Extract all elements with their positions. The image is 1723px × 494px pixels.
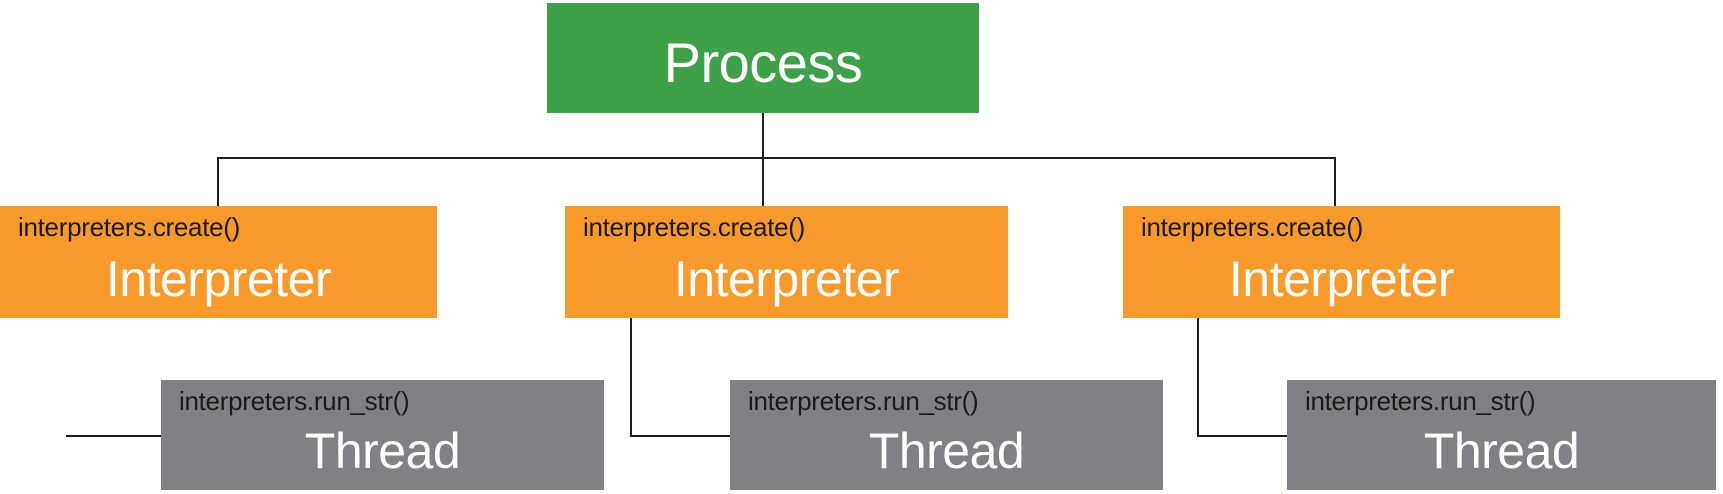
thread-2-label: Thread — [868, 423, 1025, 479]
interpreter-3-label: Interpreter — [1228, 251, 1455, 307]
node-interpreter-1: interpreters.create() Interpreter — [0, 206, 437, 318]
connector-thread-2-vertical — [630, 318, 632, 437]
connector-stub-interpreter-3 — [1334, 157, 1336, 207]
thread-2-method-label: interpreters.run_str() — [748, 386, 979, 416]
thread-1-label: Thread — [304, 423, 461, 479]
node-thread-3: interpreters.run_str() Thread — [1287, 380, 1716, 490]
interpreter-1-label: Interpreter — [105, 251, 332, 307]
thread-1-method-label: interpreters.run_str() — [179, 386, 410, 416]
connector-process-trunk — [762, 113, 764, 159]
node-thread-1: interpreters.run_str() Thread — [161, 380, 604, 490]
connector-thread-1-horizontal — [66, 435, 161, 437]
thread-3-method-label: interpreters.run_str() — [1305, 386, 1536, 416]
connector-thread-3-vertical — [1197, 318, 1199, 437]
node-interpreter-2: interpreters.create() Interpreter — [565, 206, 1008, 318]
connector-horizontal-rail — [217, 157, 1336, 159]
interpreter-2-method-label: interpreters.create() — [583, 212, 806, 242]
connector-thread-3-horizontal — [1197, 435, 1287, 437]
connector-stub-interpreter-1 — [217, 157, 219, 207]
interpreter-2-label: Interpreter — [673, 251, 900, 307]
process-label: Process — [663, 31, 863, 94]
connector-thread-2-horizontal — [630, 435, 730, 437]
node-interpreter-3: interpreters.create() Interpreter — [1123, 206, 1560, 318]
connector-stub-interpreter-2 — [762, 157, 764, 207]
thread-3-label: Thread — [1423, 423, 1580, 479]
interpreter-1-method-label: interpreters.create() — [18, 212, 241, 242]
node-process: Process — [547, 3, 979, 113]
node-thread-2: interpreters.run_str() Thread — [730, 380, 1163, 490]
interpreter-3-method-label: interpreters.create() — [1141, 212, 1364, 242]
